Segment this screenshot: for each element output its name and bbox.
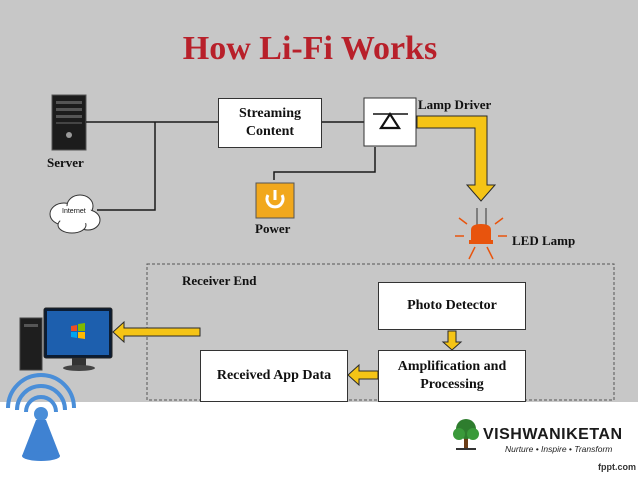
receiver-end-label: Receiver End bbox=[182, 273, 257, 288]
internet-label: Internet bbox=[62, 208, 86, 215]
logo-tagline: Nurture • Inspire • Transform bbox=[505, 444, 613, 454]
fppt-watermark: fppt.com bbox=[598, 462, 636, 472]
internet-cloud-icon bbox=[49, 194, 101, 234]
received-to-computer-arrow bbox=[112, 320, 201, 344]
server-icon bbox=[51, 94, 87, 151]
photo-to-amp-arrow bbox=[441, 330, 463, 351]
logo-tree-icon bbox=[453, 419, 479, 450]
led-lamp-icon bbox=[455, 208, 507, 260]
logo-name: VISHWANIKETAN bbox=[483, 426, 623, 443]
power-label: Power bbox=[255, 221, 291, 236]
streaming-content-box: Streaming Content bbox=[218, 98, 322, 148]
amp-to-received-arrow bbox=[347, 363, 379, 387]
wifi-signal-icon bbox=[6, 373, 76, 461]
computer-icon bbox=[19, 307, 113, 371]
driver-to-led-arrow bbox=[416, 115, 497, 202]
amplification-processing-box: Amplification and Processing bbox=[378, 350, 526, 402]
led-lamp-label: LED Lamp bbox=[512, 233, 576, 248]
received-app-data-box: Received App Data bbox=[200, 350, 348, 402]
server-label: Server bbox=[47, 155, 84, 170]
internet-to-streaming-line bbox=[97, 122, 156, 211]
photo-detector-box: Photo Detector bbox=[378, 282, 526, 330]
power-icon bbox=[255, 182, 295, 219]
lamp-driver-label: Lamp Driver bbox=[418, 97, 492, 112]
lamp-driver-icon bbox=[363, 97, 417, 147]
power-to-driver-line bbox=[273, 147, 376, 180]
slide-title: How Li-Fi Works bbox=[182, 30, 438, 67]
